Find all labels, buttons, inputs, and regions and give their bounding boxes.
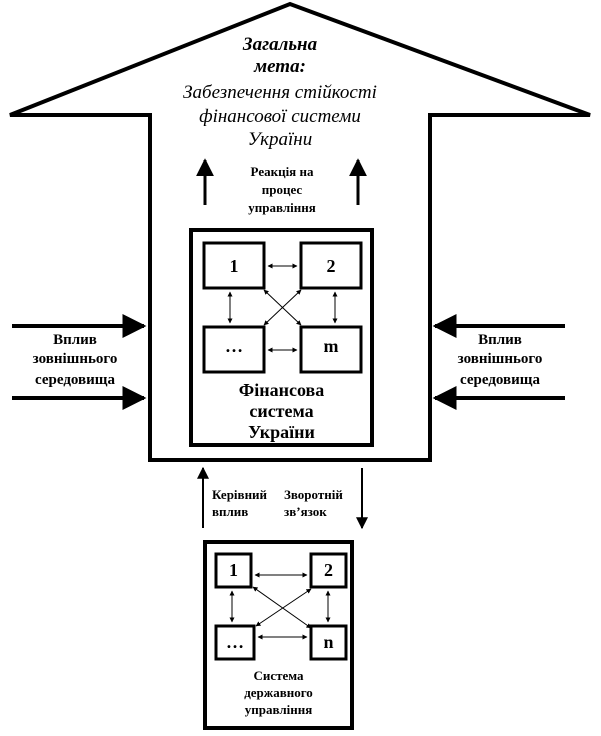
government-system-label-line2: державного [244,685,313,700]
fin-node-3-box [202,325,266,374]
fin-node-3-label: … [225,336,243,356]
env-left-line1: Вплив [53,332,97,348]
government-system-label-line1: Система [253,668,304,683]
gov-node-3-box [214,624,256,661]
gov-node-3-label: … [226,632,244,652]
env-right-line2: зовнішнього [457,351,543,367]
financial-system-label-line2: система [249,401,314,421]
financial-system-box [189,228,374,447]
reaction-line3: управління [248,200,316,215]
goal-arrow-outline [9,1,591,462]
control-right-line2: зв’язок [284,504,327,519]
fin-node-1-box [202,241,266,290]
env-right-line3: середовища [460,372,540,388]
goal-title-line1: Загальна [242,34,318,55]
financial-system-label-line1: Фінансова [238,380,325,400]
gov-node-4-label: n [323,632,334,652]
reaction-line1: Реакція на [250,164,314,179]
env-left-line2: зовнішнього [32,351,118,367]
gov-node-1-box [214,552,253,589]
control-left-line2: вплив [212,504,249,519]
goal-title-line2: мета: [254,56,306,77]
gov-node-2-box [309,552,348,589]
goal-text-line3: України [247,129,313,150]
control-right-line1: Зворотній [284,487,343,502]
financial-system-label-line3: України [248,422,315,442]
reaction-line2: процес [261,182,303,197]
goal-text-line1: Забезпечення стійкості [183,82,377,103]
gov-node-4-box [309,624,348,661]
fin-node-2-box [299,241,363,290]
env-left-line3: середовища [35,372,115,388]
goal-text-line2: фінансової системи [199,106,361,127]
fin-node-4-label: m [323,336,339,356]
government-system-label-line3: управління [244,702,313,717]
control-left-line1: Керівний [212,487,268,502]
env-right-line1: Вплив [478,332,522,348]
fin-node-4-box [299,325,363,374]
government-system-box [203,540,354,730]
gov-link-2-3 [255,588,312,627]
fin-link-2-3 [263,289,302,326]
gov-node-1-label: 1 [229,560,238,580]
fin-node-1-label: 1 [229,256,239,276]
fin-node-2-label: 2 [326,256,336,276]
gov-node-2-label: 2 [324,560,333,580]
